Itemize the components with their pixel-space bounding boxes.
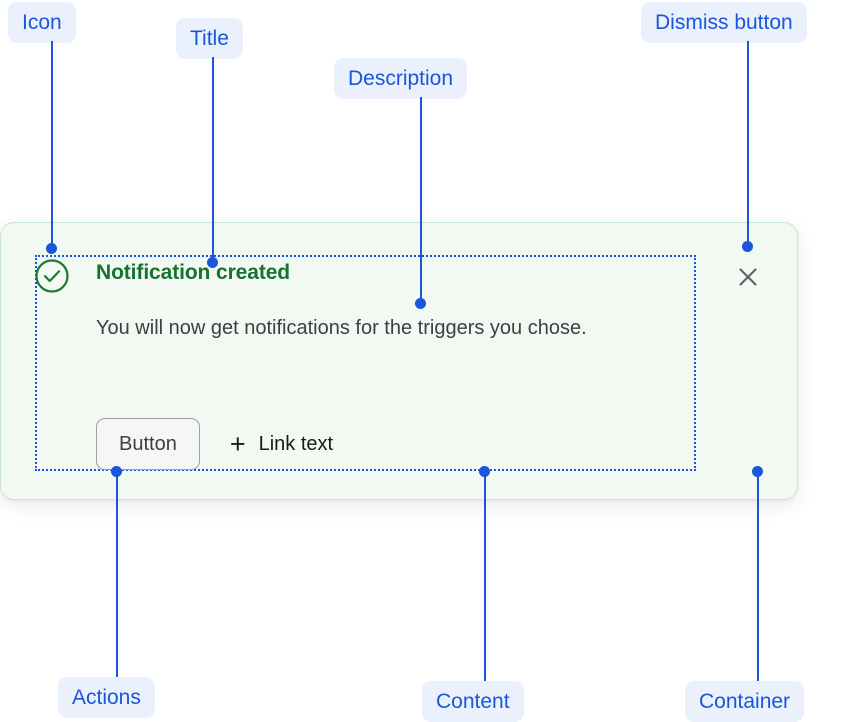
leader-line-description — [420, 97, 422, 304]
annotation-label-description: Description — [334, 58, 468, 99]
leader-line-title — [212, 57, 214, 262]
check-circle-icon — [34, 258, 70, 294]
action-button[interactable]: Button — [96, 418, 200, 470]
add-link-action[interactable]: + Link text — [229, 428, 334, 459]
leader-dot-dismiss — [742, 241, 753, 252]
leader-line-content — [484, 474, 486, 681]
annotation-label-actions: Actions — [58, 677, 155, 718]
close-icon — [739, 268, 757, 286]
leader-line-icon — [51, 41, 53, 249]
notification-content-region — [35, 255, 696, 471]
notification-actions: Button + Link text — [96, 418, 333, 470]
leader-line-container — [757, 474, 759, 681]
annotation-label-icon: Icon — [8, 2, 76, 43]
leader-dot-title — [207, 257, 218, 268]
leader-line-actions — [116, 474, 118, 677]
link-text-label: Link text — [258, 432, 334, 455]
leader-dot-description — [415, 298, 426, 309]
annotation-label-title: Title — [176, 18, 243, 59]
leader-dot-icon — [46, 243, 57, 254]
annotation-label-content: Content — [422, 681, 524, 722]
dismiss-button[interactable] — [732, 261, 764, 293]
plus-icon: + — [229, 428, 246, 459]
notification-title: Notification created — [96, 261, 291, 284]
leader-dot-content — [479, 466, 490, 477]
leader-dot-container — [752, 466, 763, 477]
leader-line-dismiss — [747, 41, 749, 248]
notification-description: You will now get notifications for the t… — [96, 317, 587, 339]
annotation-label-dismiss: Dismiss button — [641, 2, 807, 43]
leader-dot-actions — [111, 466, 122, 477]
annotation-label-container: Container — [685, 681, 805, 722]
